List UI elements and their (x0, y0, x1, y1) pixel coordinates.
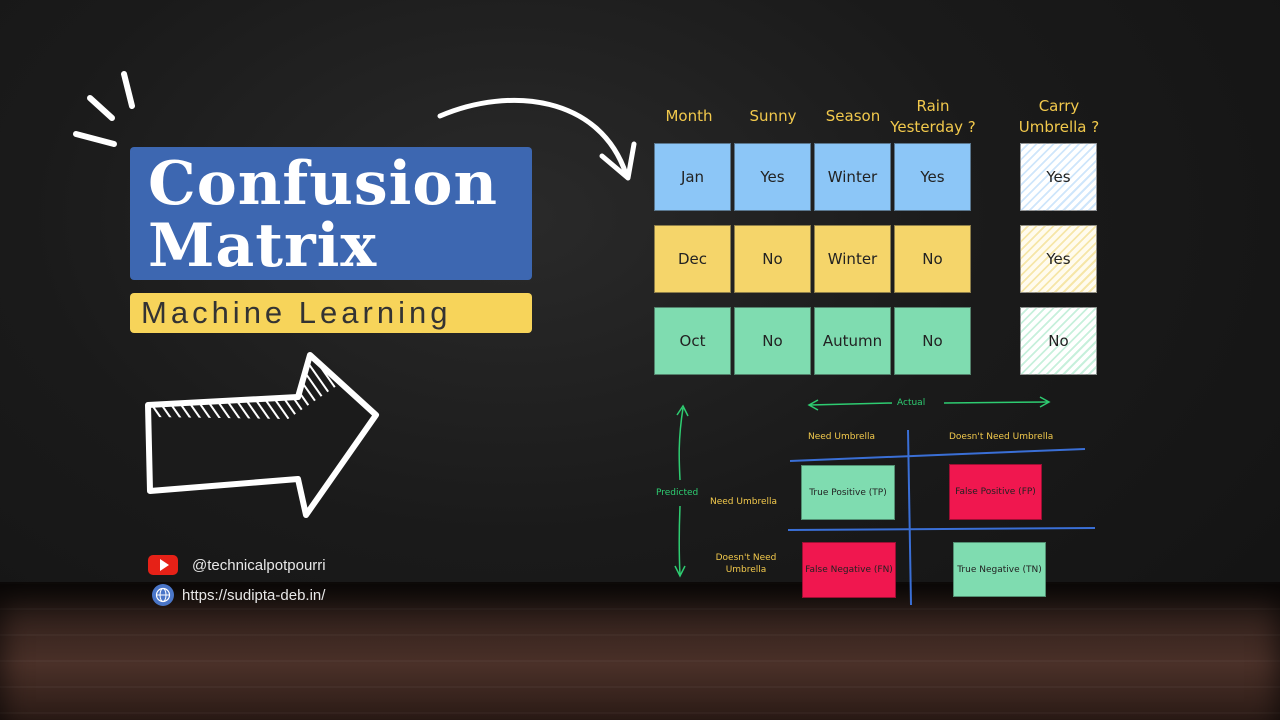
wooden-floor (0, 582, 1280, 720)
predicted-label: Predicted (656, 488, 699, 498)
true-negative-cell: True Negative (TN) (953, 542, 1046, 597)
website-url: https://sudipta-deb.in/ (182, 586, 326, 604)
matrix-lines (674, 396, 1096, 606)
youtube-icon (148, 555, 178, 575)
true-positive-cell: True Positive (TP) (801, 465, 895, 520)
target-cell: No (1020, 307, 1097, 375)
table-cell: Winter (814, 225, 891, 293)
row-label-doesnt-need-umbrella: Doesn't Need Umbrella (715, 553, 777, 575)
table-cell: Jan (654, 143, 731, 211)
table-cell: No (734, 307, 811, 375)
false-negative-cell: False Negative (FN) (802, 542, 896, 598)
target-cell: Yes (1020, 143, 1097, 211)
col-label-need-umbrella: Need Umbrella (808, 432, 876, 442)
table-cell: No (894, 225, 971, 293)
header-rain-yesterday: Rain Yesterday ? (890, 97, 976, 136)
false-positive-cell: False Positive (FP) (949, 464, 1042, 520)
subtitle-background (130, 293, 532, 333)
header-sunny: Sunny (749, 107, 797, 125)
globe-icon (152, 584, 174, 606)
header-month: Month (665, 107, 713, 125)
sparkle-lines-icon (73, 71, 135, 147)
big-right-arrow-icon (145, 352, 379, 518)
title-background (130, 147, 532, 280)
table-cell: No (734, 225, 811, 293)
website-link[interactable]: https://sudipta-deb.in/ (148, 584, 325, 606)
header-carry-umbrella: Carry Umbrella ? (1018, 97, 1100, 136)
table-cell: Dec (654, 225, 731, 293)
page-title-line1: Confusion (148, 149, 499, 219)
page-title-line2: Matrix (148, 211, 378, 281)
curved-arrow-icon (437, 97, 637, 181)
actual-label: Actual (897, 398, 926, 408)
table-cell: Winter (814, 143, 891, 211)
header-season: Season (825, 107, 881, 125)
target-cell: Yes (1020, 225, 1097, 293)
table-cell: Yes (894, 143, 971, 211)
table-cell: Yes (734, 143, 811, 211)
youtube-handle: @technicalpotpourri (192, 556, 326, 574)
table-cell: Autumn (814, 307, 891, 375)
table-cell: No (894, 307, 971, 375)
table-cell: Oct (654, 307, 731, 375)
row-label-need-umbrella: Need Umbrella (710, 497, 778, 507)
col-label-doesnt-need-umbrella: Doesn't Need Umbrella (949, 432, 1054, 442)
youtube-link[interactable]: @technicalpotpourri (148, 555, 326, 575)
subtitle: Machine Learning (141, 295, 452, 330)
